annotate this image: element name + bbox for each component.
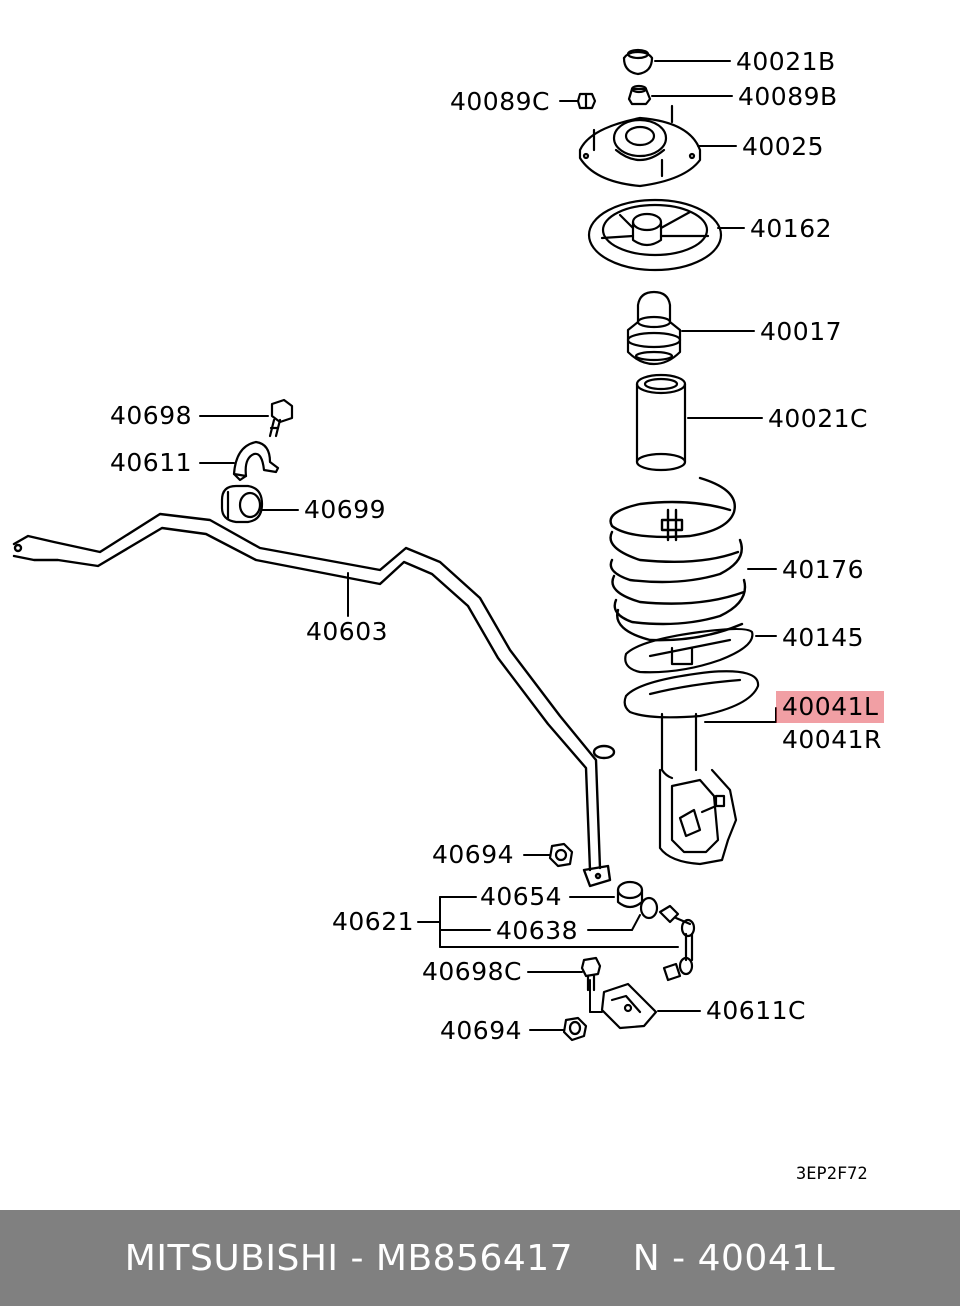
label-40025: 40025 <box>742 132 825 161</box>
part-40694-nut-icon <box>548 842 574 868</box>
label-40145: 40145 <box>782 623 865 652</box>
label-40621: 40621 <box>332 907 415 936</box>
label-40089C: 40089C <box>450 87 550 116</box>
footer-bar: MITSUBISHI - MB856417 N - 40041L <box>0 1210 960 1306</box>
label-40698: 40698 <box>110 401 193 430</box>
part-40638-icon <box>639 896 659 920</box>
part-40089C-icon <box>576 92 597 110</box>
label-40089B: 40089B <box>738 82 838 111</box>
part-40698-icon <box>268 398 294 438</box>
part-40621-link-icon <box>658 904 696 982</box>
footer-part-info: MITSUBISHI - MB856417 N - 40041L <box>124 1237 836 1279</box>
label-40611: 40611 <box>110 448 193 477</box>
diagram-code: 3EP2F72 <box>796 1164 868 1184</box>
part-40654-icon <box>616 880 644 909</box>
suspension-diagram <box>12 48 777 1042</box>
part-40694-nut-icon <box>562 1016 588 1042</box>
label-40041R: 40041R <box>782 725 882 754</box>
part-40176-icon <box>609 476 747 642</box>
label-40694: 40694 <box>432 840 515 869</box>
part-40021C-icon <box>635 373 687 472</box>
part-40162-icon <box>587 198 723 272</box>
label-40611C: 40611C <box>706 996 806 1025</box>
part-40021B-icon <box>622 48 654 76</box>
label-40021B: 40021B <box>736 47 836 76</box>
label-40017: 40017 <box>760 317 843 346</box>
part-40611C-icon <box>600 982 658 1030</box>
label-40176: 40176 <box>782 555 865 584</box>
label-40162: 40162 <box>750 214 833 243</box>
label-40021C: 40021C <box>768 404 868 433</box>
label-40698C: 40698C <box>422 957 522 986</box>
leader-lines <box>199 60 777 1031</box>
part-40603-stabilizer-bar-icon <box>12 512 616 888</box>
label-40654: 40654 <box>480 882 563 911</box>
label-40603: 40603 <box>306 617 389 646</box>
part-40025-icon <box>578 104 702 188</box>
part-40041-strut-icon <box>623 670 760 866</box>
part-40611-icon <box>232 440 280 482</box>
part-40089B-icon <box>627 84 652 106</box>
part-40017-icon <box>626 290 682 366</box>
label-40638: 40638 <box>496 916 579 945</box>
part-40698C-icon <box>580 956 602 992</box>
label-40694: 40694 <box>440 1016 523 1045</box>
part-40145-icon <box>624 627 754 674</box>
label-40041L-highlighted: 40041L <box>776 691 885 723</box>
part-40699-icon <box>220 484 264 524</box>
label-40699: 40699 <box>304 495 387 524</box>
